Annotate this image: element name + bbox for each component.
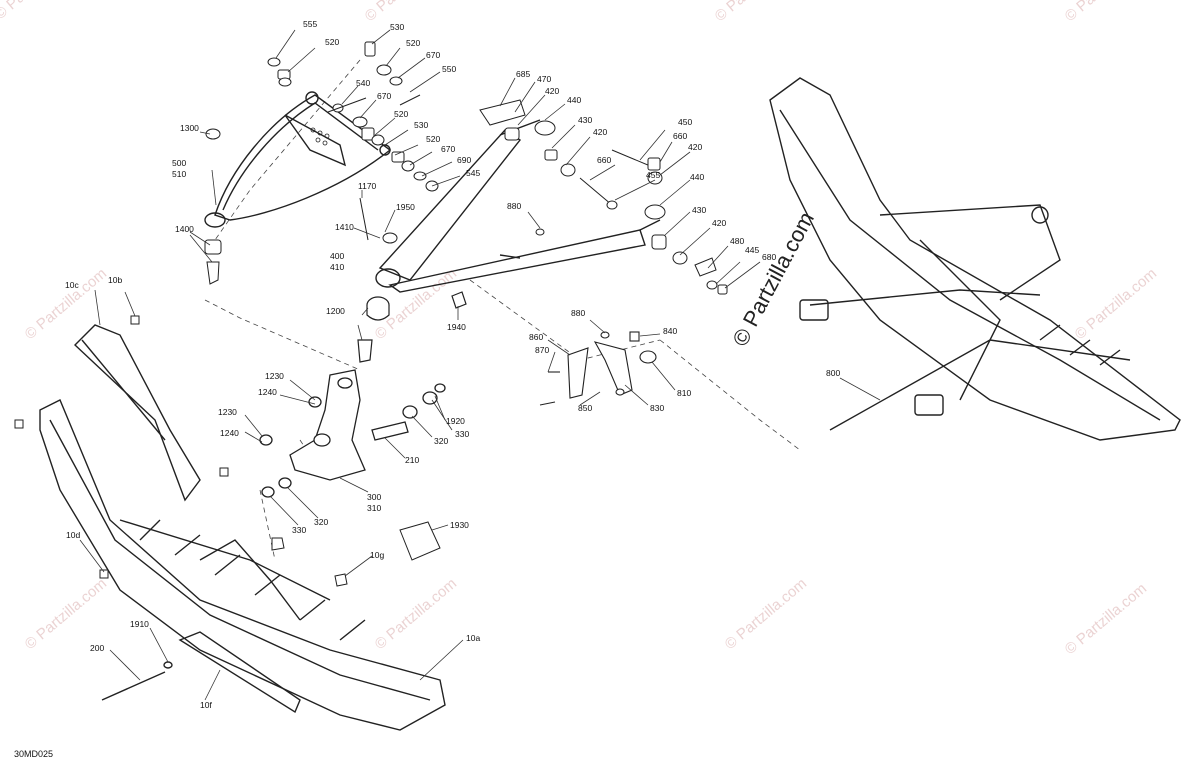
- bracket-parts: [539, 331, 657, 406]
- part-label: 870: [535, 345, 549, 355]
- part-label: 680: [762, 252, 776, 262]
- ski-left: [39, 324, 446, 731]
- part-label: 1170: [358, 181, 377, 191]
- part-labels: 555 520 530 520 670 550 540 670 520 530 …: [65, 19, 840, 710]
- part-label: 685: [516, 69, 530, 79]
- part-label: 445: [745, 245, 759, 255]
- part-label: 1910: [130, 619, 149, 629]
- part-label: 660: [673, 131, 687, 141]
- part-label: 310: [367, 503, 381, 513]
- part-label: 450: [678, 117, 692, 127]
- part-label: 320: [314, 517, 328, 527]
- part-label: 850: [578, 403, 592, 413]
- part-label: 530: [390, 22, 404, 32]
- part-label: 520: [325, 37, 339, 47]
- part-label: 520: [406, 38, 420, 48]
- part-label: 1920: [446, 416, 465, 426]
- part-label: 440: [690, 172, 704, 182]
- watermark: © Partzilla.com: [1072, 265, 1160, 343]
- ball-joint: [357, 291, 467, 363]
- part-label: 420: [688, 142, 702, 152]
- part-label: 880: [571, 308, 585, 318]
- part-label: 1200: [326, 306, 345, 316]
- part-label: 10d: [66, 530, 80, 540]
- spindle: [259, 369, 446, 498]
- assembly-lines: [204, 59, 801, 561]
- part-label: 800: [826, 368, 840, 378]
- part-label: 455: [646, 170, 660, 180]
- part-label: 830: [650, 403, 664, 413]
- watermark: © Partzilla.com: [362, 0, 450, 25]
- part-label: 520: [394, 109, 408, 119]
- part-label: 840: [663, 326, 677, 336]
- part-label: 690: [457, 155, 471, 165]
- part-label: 545: [466, 168, 480, 178]
- part-label: 810: [677, 388, 691, 398]
- part-label: 10f: [200, 700, 212, 710]
- part-label: 1230: [218, 407, 237, 417]
- part-label: 10c: [65, 280, 79, 290]
- watermark: © Partzilla.com: [722, 575, 810, 653]
- part-label: 1940: [447, 322, 466, 332]
- part-label: 480: [730, 236, 744, 246]
- ski-hardware: [14, 315, 441, 587]
- watermark: © Partzilla.com: [0, 0, 80, 23]
- part-label: 300: [367, 492, 381, 502]
- part-label: 10a: [466, 633, 480, 643]
- part-label: 320: [434, 436, 448, 446]
- part-label: 530: [414, 120, 428, 130]
- part-label: 1400: [175, 224, 194, 234]
- part-label: 440: [567, 95, 581, 105]
- part-label: 400: [330, 251, 344, 261]
- part-label: 330: [455, 429, 469, 439]
- part-label: 10g: [370, 550, 384, 560]
- part-label: 670: [377, 91, 391, 101]
- part-label: 410: [330, 262, 344, 272]
- part-label: 210: [405, 455, 419, 465]
- part-label: 1950: [396, 202, 415, 212]
- upper-arm-hardware: [204, 41, 439, 285]
- part-label: 200: [90, 643, 104, 653]
- lower-arm-hardware: [359, 99, 728, 295]
- upper-a-arm: [204, 91, 392, 228]
- ski-right: [769, 77, 1181, 441]
- part-label: 660: [597, 155, 611, 165]
- part-label: 1300: [180, 123, 199, 133]
- watermark-large: © Partzilla.com: [727, 208, 819, 351]
- part-label: 510: [172, 169, 186, 179]
- part-label: 670: [426, 50, 440, 60]
- part-label: 520: [426, 134, 440, 144]
- part-label: 430: [692, 205, 706, 215]
- watermark: © Partzilla.com: [712, 0, 800, 25]
- leader-lines: [79, 29, 881, 701]
- part-label: 1410: [335, 222, 354, 232]
- part-label: 330: [292, 525, 306, 535]
- watermark: © Partzilla.com: [1062, 0, 1150, 25]
- part-label: 500: [172, 158, 186, 168]
- part-label: 10b: [108, 275, 122, 285]
- part-label: 420: [712, 218, 726, 228]
- part-label: 1240: [258, 387, 277, 397]
- part-label: 420: [593, 127, 607, 137]
- watermark: © Partzilla.com: [22, 575, 110, 653]
- watermark: © Partzilla.com: [1062, 580, 1150, 658]
- part-label: 550: [442, 64, 456, 74]
- part-label: 470: [537, 74, 551, 84]
- part-label: 540: [356, 78, 370, 88]
- diagram-code: 30MD025: [14, 749, 53, 759]
- part-label: 1240: [220, 428, 239, 438]
- part-label: 670: [441, 144, 455, 154]
- part-label: 1230: [265, 371, 284, 381]
- part-label: 1930: [450, 520, 469, 530]
- part-label: 420: [545, 86, 559, 96]
- part-label: 430: [578, 115, 592, 125]
- watermark: © Partzilla.com: [372, 575, 460, 653]
- part-label: 860: [529, 332, 543, 342]
- part-label: 555: [303, 19, 317, 29]
- part-label: 880: [507, 201, 521, 211]
